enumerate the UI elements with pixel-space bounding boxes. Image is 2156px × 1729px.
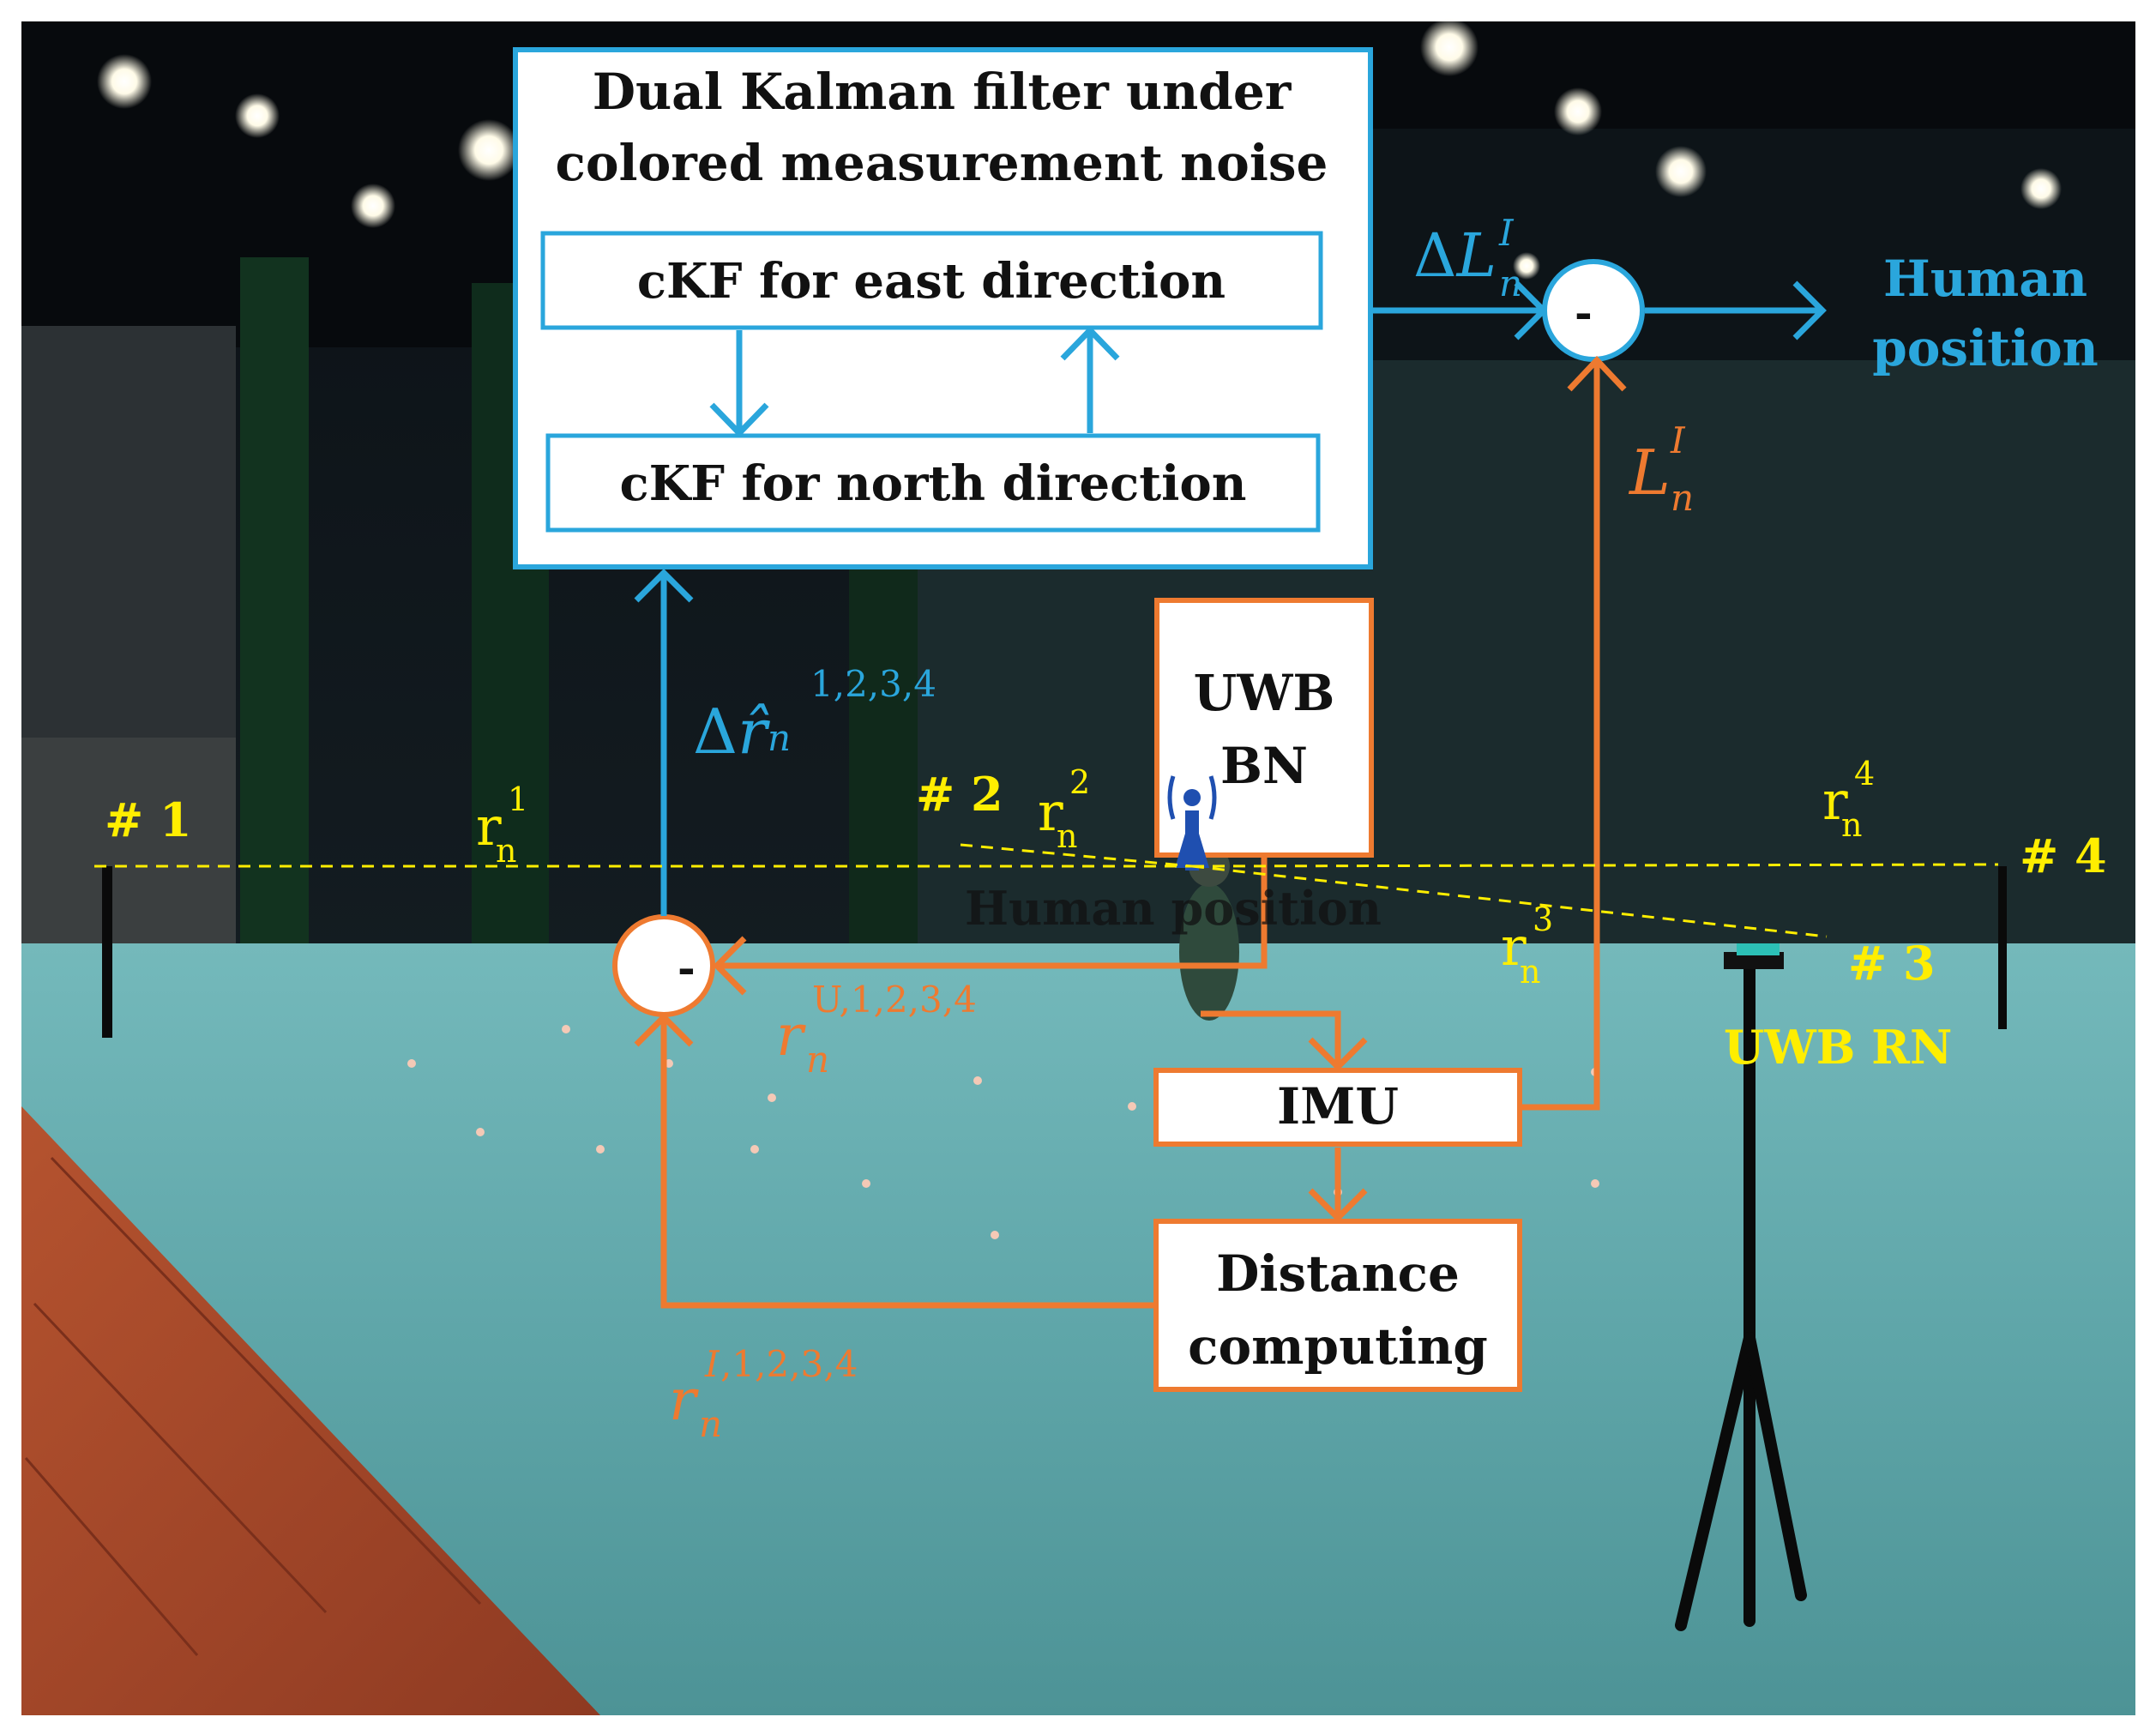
range-lines (94, 843, 1999, 938)
rU-sub: n (806, 1039, 829, 1081)
human-position-line1: Human (1883, 250, 2087, 308)
delta-L-sup: I (1498, 212, 1515, 254)
minus-right: - (1575, 287, 1593, 338)
L-I-line (1520, 360, 1600, 1111)
curtain-left-1 (240, 257, 309, 969)
ckf-east-box (540, 231, 1323, 330)
kalman-title-line2: colored measurement noise (556, 134, 1328, 192)
rI-sub: n (699, 1403, 722, 1445)
uwb-antenna-icon (1167, 775, 1217, 871)
range-labels: r 1 n r 2 n r 3 n r 4 n (476, 755, 1875, 991)
anchor-2-label: # 2 (916, 767, 1003, 822)
uwb-rn-label: UWB RN (1724, 1020, 1952, 1075)
wood-line (50, 1156, 482, 1606)
rI-line (660, 1017, 1154, 1309)
tripod-head (1724, 952, 1784, 969)
background-human-position-caption: Human position (965, 881, 1382, 936)
r4-symbol: r (1822, 769, 1848, 832)
range-line-4 (1191, 863, 1999, 868)
wood-line (33, 1302, 328, 1614)
human-position-arrowhead (1792, 280, 1827, 340)
rI-symbol: r (669, 1367, 699, 1433)
r2-symbol: r (1038, 780, 1063, 843)
rI-sup-nums: ,1,2,3,4 (720, 1343, 858, 1385)
rU-line (717, 858, 1268, 969)
delta-L-symbol: ΔL (1413, 220, 1497, 291)
anchor-3-label: # 3 (1848, 936, 1936, 991)
ckf-east-label: cKF for east direction (637, 253, 1226, 310)
r2-sup: 2 (1069, 763, 1090, 801)
r4-sup: 4 (1854, 755, 1875, 792)
curtain-left-3 (849, 566, 918, 961)
delta-r-sub: n (768, 717, 791, 759)
arrowhead-north-to-east (1060, 325, 1120, 361)
side-wall-lower (21, 738, 236, 961)
walking-person (1179, 883, 1239, 1021)
wood-floor (21, 1106, 600, 1715)
delta-r-sup: 1,2,3,4 (810, 663, 936, 705)
rU-sup: U,1,2,3,4 (812, 979, 977, 1021)
arrowhead-east-to-north (709, 402, 769, 438)
ckf-north-label: cKF for north direction (620, 455, 1247, 512)
walker-to-imu-line (1201, 1010, 1341, 1063)
walker-to-imu-arrowhead (1308, 1037, 1368, 1071)
uwb-bn-line1: UWB (1194, 664, 1335, 722)
r1-sub: n (496, 832, 516, 870)
imu-box (1153, 1068, 1522, 1147)
delta-L-sub: n (1499, 262, 1522, 304)
rU-arrowhead (713, 936, 747, 996)
rU-symbol: r (776, 1003, 806, 1069)
L-I-arrowhead (1567, 355, 1627, 392)
anchor-4-label: # 4 (2020, 828, 2107, 883)
r2-sub: n (1057, 817, 1077, 855)
ceiling-truss (1338, 129, 2135, 386)
anchor-1-label: # 1 (105, 792, 192, 847)
r3-sub: n (1520, 953, 1540, 991)
L-I-sup: I (1670, 419, 1686, 461)
imu-to-distance-arrowhead (1308, 1188, 1368, 1222)
summing-junction-left (612, 914, 715, 1017)
floor (21, 943, 2135, 1715)
r1-sup: 1 (508, 780, 528, 818)
r3-symbol: r (1501, 915, 1527, 978)
summing-junction-right (1542, 259, 1645, 362)
L-I-sub: n (1671, 477, 1694, 519)
minus-left: - (678, 943, 696, 993)
distance-line2: computing (1188, 1317, 1488, 1376)
kalman-title-line1: Dual Kalman filter under (593, 63, 1292, 121)
L-I-symbol: L (1628, 437, 1671, 509)
range-line-2 (960, 843, 1193, 868)
distance-line1: Distance (1216, 1244, 1460, 1303)
wood-line (24, 1457, 199, 1656)
r4-sub: n (1841, 806, 1862, 844)
human-position-line2: position (1872, 319, 2099, 377)
delta-r-symbol: Δr̂ (693, 696, 770, 768)
rI-arrowhead (634, 1013, 694, 1047)
range-line-3 (1191, 864, 1828, 938)
uwb-bn-line2: BN (1220, 737, 1308, 795)
uwb-rn-device (1737, 943, 1780, 955)
imu-label: IMU (1277, 1077, 1399, 1136)
ckf-north-box (545, 433, 1321, 533)
delta-r-arrowhead (634, 569, 694, 603)
rI-sup: I (704, 1343, 720, 1385)
tripod-stand (1675, 955, 1807, 1631)
r1-symbol: r (476, 795, 502, 858)
r3-sup: 3 (1533, 901, 1553, 938)
distance-computing-box (1153, 1219, 1522, 1392)
